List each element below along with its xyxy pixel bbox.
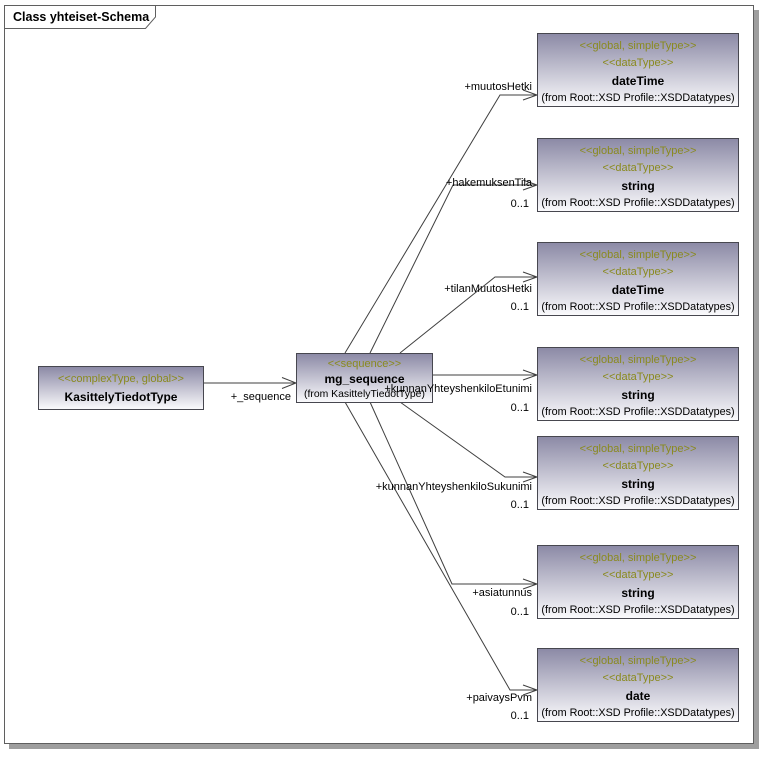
class-name: dateTime bbox=[611, 74, 665, 88]
class-date-paivayspvm[interactable]: <<global, simpleType>> <<dataType>> date… bbox=[537, 648, 739, 722]
edge-label-sequence: +_sequence bbox=[230, 391, 291, 403]
class-origin: (from Root::XSD Profile::XSDDatatypes) bbox=[541, 301, 735, 313]
edge-kunnanyhteyshenkiloetunimi bbox=[432, 369, 539, 381]
class-origin: (from Root::XSD Profile::XSDDatatypes) bbox=[541, 92, 735, 104]
class-name: KasittelyTiedotType bbox=[64, 390, 178, 404]
edge-multiplicity: 0..1 bbox=[510, 499, 529, 511]
frame-title: Class yhteiset-Schema bbox=[13, 10, 150, 24]
stereotype-label: <<dataType>> bbox=[602, 672, 674, 684]
edge-multiplicity: 0..1 bbox=[510, 606, 529, 618]
class-name: string bbox=[621, 586, 655, 600]
frame-tab-shape bbox=[4, 5, 156, 29]
edge-multiplicity: 0..1 bbox=[510, 198, 529, 210]
stereotype-label: <<dataType>> bbox=[602, 266, 674, 278]
stereotype-label: <<global, simpleType>> bbox=[579, 552, 697, 564]
class-origin: (from Root::XSD Profile::XSDDatatypes) bbox=[541, 604, 735, 616]
class-string-asiatunnus[interactable]: <<global, simpleType>> <<dataType>> stri… bbox=[537, 545, 739, 619]
stereotype-label: <<dataType>> bbox=[602, 162, 674, 174]
edge-label-hakemuksentila: +hakemuksenTila bbox=[445, 177, 532, 189]
class-mg-sequence[interactable]: <<sequence>> mg_sequence (from Kasittely… bbox=[296, 353, 433, 403]
class-origin: (from Root::XSD Profile::XSDDatatypes) bbox=[541, 707, 735, 719]
edge-label-asiatunnus: +asiatunnus bbox=[472, 587, 532, 599]
edge-multiplicity: 0..1 bbox=[510, 301, 529, 313]
stereotype-label: <<global, simpleType>> bbox=[579, 443, 697, 455]
class-name: string bbox=[621, 388, 655, 402]
class-origin: (from Root::XSD Profile::XSDDatatypes) bbox=[541, 406, 735, 418]
edge-label-muutoshetki: +muutosHetki bbox=[464, 81, 532, 93]
stereotype-label: <<dataType>> bbox=[602, 371, 674, 383]
edge-paivayspvm bbox=[344, 401, 539, 696]
edge-label-paivayspvm: +paivaysPvm bbox=[466, 692, 532, 704]
stereotype-label: <<dataType>> bbox=[602, 460, 674, 472]
stereotype-label: <<dataType>> bbox=[602, 569, 674, 581]
class-name: string bbox=[621, 477, 655, 491]
stereotype-label: <<global, simpleType>> bbox=[579, 354, 697, 366]
class-kasittelytiedottype[interactable]: <<complexType, global>> KasittelyTiedotT… bbox=[38, 366, 204, 410]
class-origin: (from Root::XSD Profile::XSDDatatypes) bbox=[541, 197, 735, 209]
stereotype-label: <<dataType>> bbox=[602, 57, 674, 69]
class-name: string bbox=[621, 179, 655, 193]
class-origin: (from KasittelyTiedotType) bbox=[304, 389, 425, 400]
stereotype-label: <<global, simpleType>> bbox=[579, 145, 697, 157]
edge-label-etunimi: +kunnanYhteyshenkiloEtunimi bbox=[384, 383, 532, 395]
class-datetime-muutoshetki[interactable]: <<global, simpleType>> <<dataType>> date… bbox=[537, 33, 739, 107]
class-name: mg_sequence bbox=[324, 372, 405, 386]
class-string-hakemuksentila[interactable]: <<global, simpleType>> <<dataType>> stri… bbox=[537, 138, 739, 212]
frame-title-tab bbox=[4, 5, 156, 29]
class-string-sukunimi[interactable]: <<global, simpleType>> <<dataType>> stri… bbox=[537, 436, 739, 510]
edge-multiplicity: 0..1 bbox=[510, 402, 529, 414]
edge-label-sukunimi: +kunnanYhteyshenkiloSukunimi bbox=[375, 481, 532, 493]
class-datetime-tilanmuutoshetki[interactable]: <<global, simpleType>> <<dataType>> date… bbox=[537, 242, 739, 316]
edge-asiatunnus bbox=[369, 401, 539, 590]
edge-label-tilanmuutoshetki: +tilanMuutosHetki bbox=[444, 283, 532, 295]
class-string-etunimi[interactable]: <<global, simpleType>> <<dataType>> stri… bbox=[537, 347, 739, 421]
class-origin: (from Root::XSD Profile::XSDDatatypes) bbox=[541, 495, 735, 507]
edge-multiplicity: 0..1 bbox=[510, 710, 529, 722]
edge-muutoshetki bbox=[344, 89, 539, 354]
class-name: dateTime bbox=[611, 283, 665, 297]
edge-sequence bbox=[203, 377, 298, 389]
stereotype-label: <<complexType, global>> bbox=[58, 373, 184, 385]
stereotype-label: <<sequence>> bbox=[327, 358, 402, 370]
stereotype-label: <<global, simpleType>> bbox=[579, 655, 697, 667]
stereotype-label: <<global, simpleType>> bbox=[579, 249, 697, 261]
class-name: date bbox=[625, 689, 651, 703]
stereotype-label: <<global, simpleType>> bbox=[579, 40, 697, 52]
